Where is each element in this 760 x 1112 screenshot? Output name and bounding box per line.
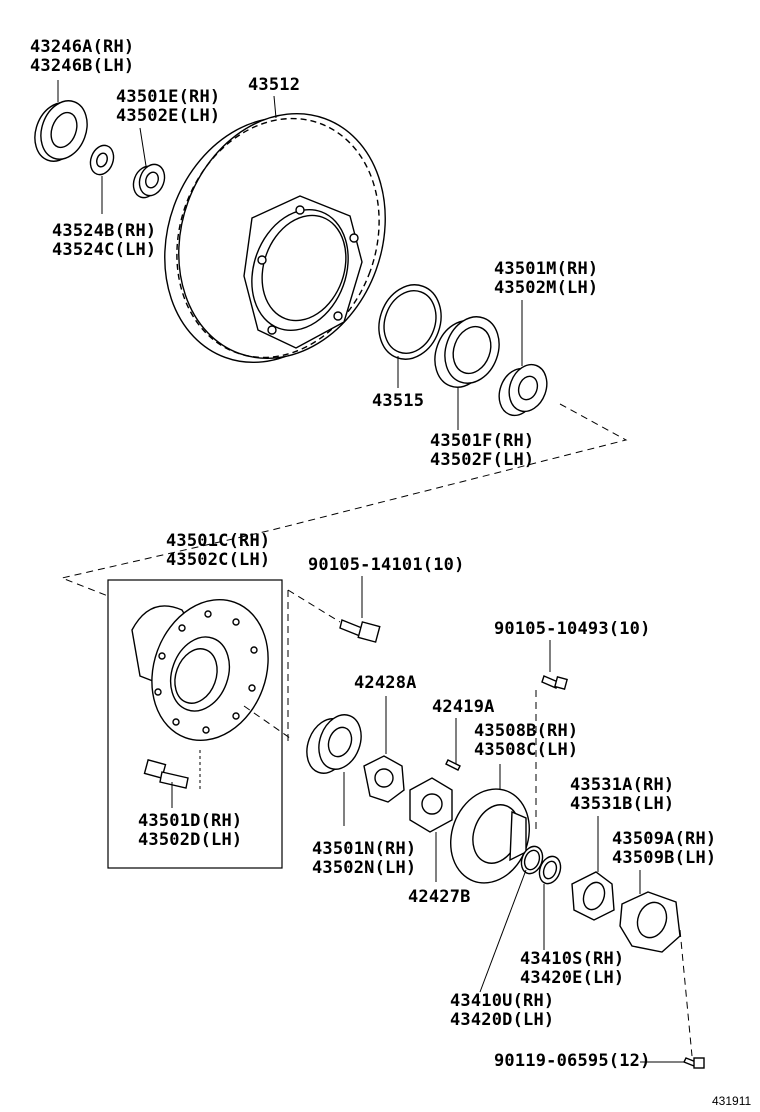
- label-90105-14101: 90105-14101(10): [308, 555, 465, 575]
- label-43531: 43531A(RH) 43531B(LH): [570, 776, 674, 814]
- label-43508: 43508B(RH) 43508C(LH): [474, 722, 578, 760]
- seal-43501f-part: [434, 316, 500, 388]
- label-43501n: 43501N(RH) 43502N(LH): [312, 840, 416, 878]
- bearing-43501e-part: [132, 163, 166, 199]
- label-43501n-rh: 43501N(RH): [312, 839, 417, 859]
- label-43531b-lh: 43531B(LH): [570, 794, 675, 814]
- label-43501f-rh: 43501F(RH): [430, 431, 535, 451]
- washer-43524-part: [89, 144, 115, 176]
- label-43524: 43524B(RH) 43524C(LH): [52, 222, 156, 260]
- label-43509b-lh: 43509B(LH): [612, 848, 717, 868]
- label-43246b: 43246B(LH): [30, 56, 135, 76]
- label-43515: 43515: [372, 391, 425, 411]
- screw-42419a-part: [445, 759, 461, 771]
- label-43420e-lh: 43420E(LH): [520, 968, 625, 988]
- bolt-90119-06595-part: [683, 1057, 705, 1069]
- label-43531a-rh: 43531A(RH): [570, 775, 675, 795]
- hub-cover-43509a-part: [619, 891, 681, 953]
- label-43410s: 43410S(RH) 43420E(LH): [520, 950, 624, 988]
- label-43501c-rh: 43501C(RH): [166, 531, 271, 551]
- hub-bolt-43501d-part: [143, 759, 189, 789]
- label-43246: 43246A(RH) 43246B(LH): [30, 38, 134, 76]
- label-43410u: 43410U(RH) 43420D(LH): [450, 992, 554, 1030]
- label-43410u-rh: 43410U(RH): [450, 991, 555, 1011]
- snap-ring-43410s-part: [538, 855, 562, 885]
- label-43501f: 43501F(RH) 43502F(LH): [430, 432, 534, 470]
- label-43502f-lh: 43502F(LH): [430, 450, 535, 470]
- bearing-43501m-part: [498, 363, 548, 417]
- hub-body-43508b-part: [449, 788, 531, 884]
- label-42428a: 42428A: [354, 673, 417, 693]
- label-43501e: 43501E(RH) 43502E(LH): [116, 88, 220, 126]
- label-43508c-lh: 43508C(LH): [474, 740, 579, 760]
- figure-number: 431911: [712, 1094, 752, 1108]
- label-43502e-lh: 43502E(LH): [116, 106, 221, 126]
- label-43502d-lh: 43502D(LH): [138, 830, 243, 850]
- oil-seal-43246-part: [34, 100, 88, 162]
- label-43502m-lh: 43502M(LH): [494, 278, 599, 298]
- label-43508b-rh: 43508B(RH): [474, 721, 579, 741]
- label-43512: 43512: [248, 75, 301, 95]
- label-43502n-lh: 43502N(LH): [312, 858, 417, 878]
- label-43509: 43509A(RH) 43509B(LH): [612, 830, 716, 868]
- label-43524c-lh: 43524C(LH): [52, 240, 157, 260]
- label-43502c-lh: 43502C(LH): [166, 550, 271, 570]
- axle-hub-43501c-part: [131, 598, 269, 742]
- bearing-43501n-part: [306, 714, 362, 774]
- gasket-43531a-part: [571, 871, 615, 921]
- nut-42427b-part: [409, 777, 453, 833]
- bolt-90105-14101-part: [339, 619, 381, 643]
- bolt-90105-10493-part: [541, 675, 568, 690]
- label-43501m-rh: 43501M(RH): [494, 259, 599, 279]
- ring-43515-part: [378, 284, 442, 360]
- label-42419a: 42419A: [432, 697, 495, 717]
- label-90105-10493: 90105-10493(10): [494, 619, 651, 639]
- brake-disc-43512-part: [164, 112, 386, 364]
- label-43501d: 43501D(RH) 43502D(LH): [138, 812, 242, 850]
- label-43501d-rh: 43501D(RH): [138, 811, 243, 831]
- label-43501c: 43501C(RH) 43502C(LH): [166, 532, 270, 570]
- hub-group-frame: [107, 579, 283, 869]
- label-43501m: 43501M(RH) 43502M(LH): [494, 260, 598, 298]
- label-43509a-rh: 43509A(RH): [612, 829, 717, 849]
- label-43501e-rh: 43501E(RH): [116, 87, 221, 107]
- label-43410s-rh: 43410S(RH): [520, 949, 625, 969]
- label-90119-06595: 90119-06595(12): [494, 1051, 651, 1071]
- lock-washer-42428a-part: [363, 755, 405, 803]
- label-43524b-rh: 43524B(RH): [52, 221, 157, 241]
- label-42427b: 42427B: [408, 887, 471, 907]
- label-43246a: 43246A(RH): [30, 37, 135, 57]
- label-43420d-lh: 43420D(LH): [450, 1010, 555, 1030]
